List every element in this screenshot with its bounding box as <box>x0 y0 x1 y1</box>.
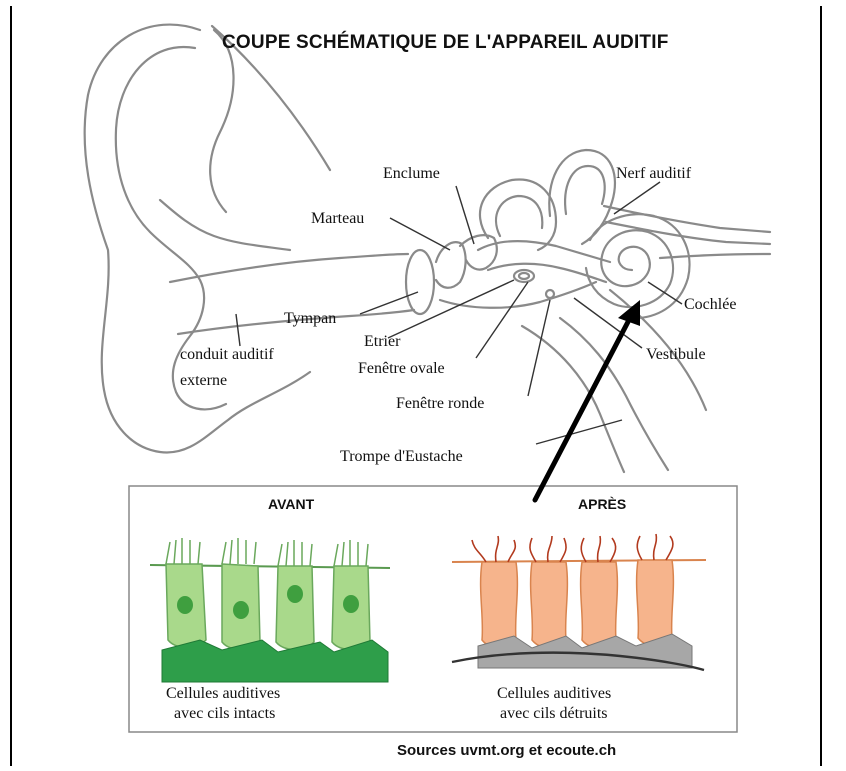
inset-title-apres: APRÈS <box>578 496 626 512</box>
leader-fenetre-ronde <box>528 300 550 396</box>
fenetre-ronde-shape <box>546 290 554 298</box>
etrier-shape <box>514 270 534 282</box>
leader-trompe <box>536 420 622 444</box>
caption-avant-line1: Cellules auditives <box>166 684 280 704</box>
label-trompe-eustache: Trompe d'Eustache <box>340 448 463 466</box>
pinna-concha <box>160 200 290 250</box>
label-enclume: Enclume <box>383 165 440 183</box>
nerve-line-3 <box>660 254 770 258</box>
leader-conduit <box>236 314 240 346</box>
cochlea-spiral <box>586 230 673 307</box>
label-nerf-auditif: Nerf auditif <box>616 165 691 183</box>
label-conduit-line1: conduit auditif <box>180 346 274 364</box>
ear-canal-top <box>170 254 408 282</box>
label-marteau: Marteau <box>311 210 364 228</box>
diagram-title: COUPE SCHÉMATIQUE DE L'APPAREIL AUDITIF <box>222 32 669 54</box>
eustachian-tube-bottom <box>522 326 624 472</box>
caption-avant-line2: avec cils intacts <box>174 704 275 724</box>
leader-marteau <box>390 218 450 250</box>
semicircular-canal-2b <box>565 166 605 214</box>
caption-apres-line2: avec cils détruits <box>500 704 608 724</box>
semicircular-canal-2 <box>549 150 615 244</box>
label-fenetre-ronde: Fenêtre ronde <box>396 395 484 413</box>
nerve-line-1 <box>604 206 770 232</box>
nerve-line-2 <box>606 222 770 244</box>
caption-apres-line1: Cellules auditives <box>497 684 611 704</box>
semicircular-canal-1b <box>496 196 542 236</box>
inset-title-avant: AVANT <box>268 496 314 512</box>
label-etrier: Etrier <box>364 333 400 351</box>
leader-enclume <box>456 186 474 244</box>
label-vestibule: Vestibule <box>646 346 706 364</box>
label-fenetre-ovale: Fenêtre ovale <box>358 360 445 378</box>
semicircular-canal-1 <box>480 179 556 250</box>
leader-nerf <box>614 182 660 214</box>
marteau-shape <box>436 242 466 288</box>
etrier-inner <box>519 273 529 279</box>
tympan-shape <box>406 250 434 314</box>
label-tympan: Tympan <box>284 310 336 328</box>
source-credit: Sources uvmt.org et ecoute.ch <box>397 742 616 759</box>
pinna-helix <box>210 30 233 212</box>
label-cochlee: Cochlée <box>684 296 736 314</box>
label-conduit-line2: externe <box>180 372 227 390</box>
